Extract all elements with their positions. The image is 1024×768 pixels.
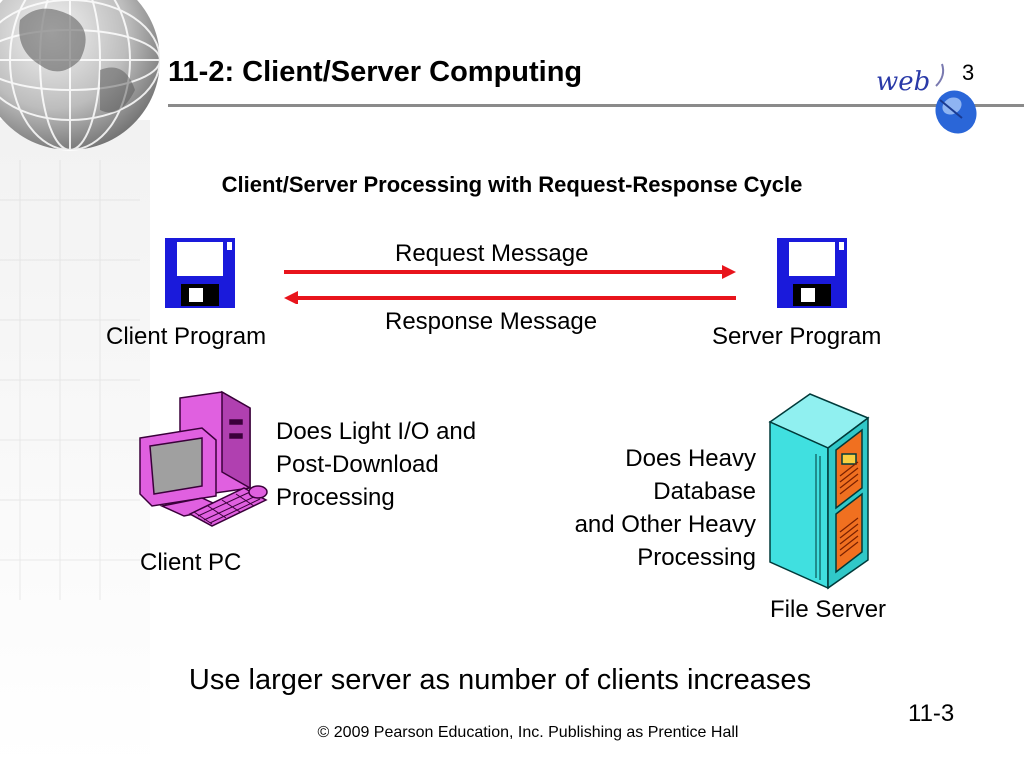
server-program-disk-icon [777, 238, 847, 308]
client-description: Does Light I/O and Post-Download Process… [276, 415, 476, 514]
client-program-disk-icon [165, 238, 235, 308]
server-desc-line: Processing [637, 544, 756, 571]
server-desc-line: and Other Heavy [574, 511, 756, 538]
file-server-icon [768, 393, 870, 590]
title-divider [168, 104, 1024, 107]
message-arrows [284, 265, 736, 304]
client-pc-icon [139, 390, 268, 527]
request-message-label: Request Message [395, 240, 589, 267]
slide-number: 3 [962, 60, 975, 85]
slide-title: 11-2: Client/Server Computing [168, 56, 583, 88]
request-arrow [284, 265, 736, 279]
bottom-statement: Use larger server as number of clients i… [188, 664, 812, 696]
client-pc-label: Client PC [140, 549, 242, 576]
page-label: 11-3 [908, 700, 955, 727]
client-desc-line: Does Light I/O and [276, 418, 477, 445]
file-server-label: File Server [770, 596, 887, 623]
copyright-notice: © 2009 Pearson Education, Inc. Publishin… [317, 724, 739, 741]
response-message-label: Response Message [385, 308, 598, 335]
diagram-subtitle: Client/Server Processing with Request-Re… [221, 172, 803, 197]
client-desc-line: Post-Download [276, 451, 439, 478]
response-arrow [284, 291, 736, 304]
server-description: Does Heavy Database and Other Heavy Proc… [520, 442, 756, 574]
server-program-label: Server Program [712, 323, 882, 350]
server-desc-line: Does Heavy [625, 445, 756, 472]
client-desc-line: Processing [276, 484, 395, 511]
server-desc-line: Database [653, 478, 756, 505]
client-program-label: Client Program [106, 323, 267, 350]
web-mouse-logo: web [876, 63, 977, 134]
logo-text: web [876, 67, 930, 97]
